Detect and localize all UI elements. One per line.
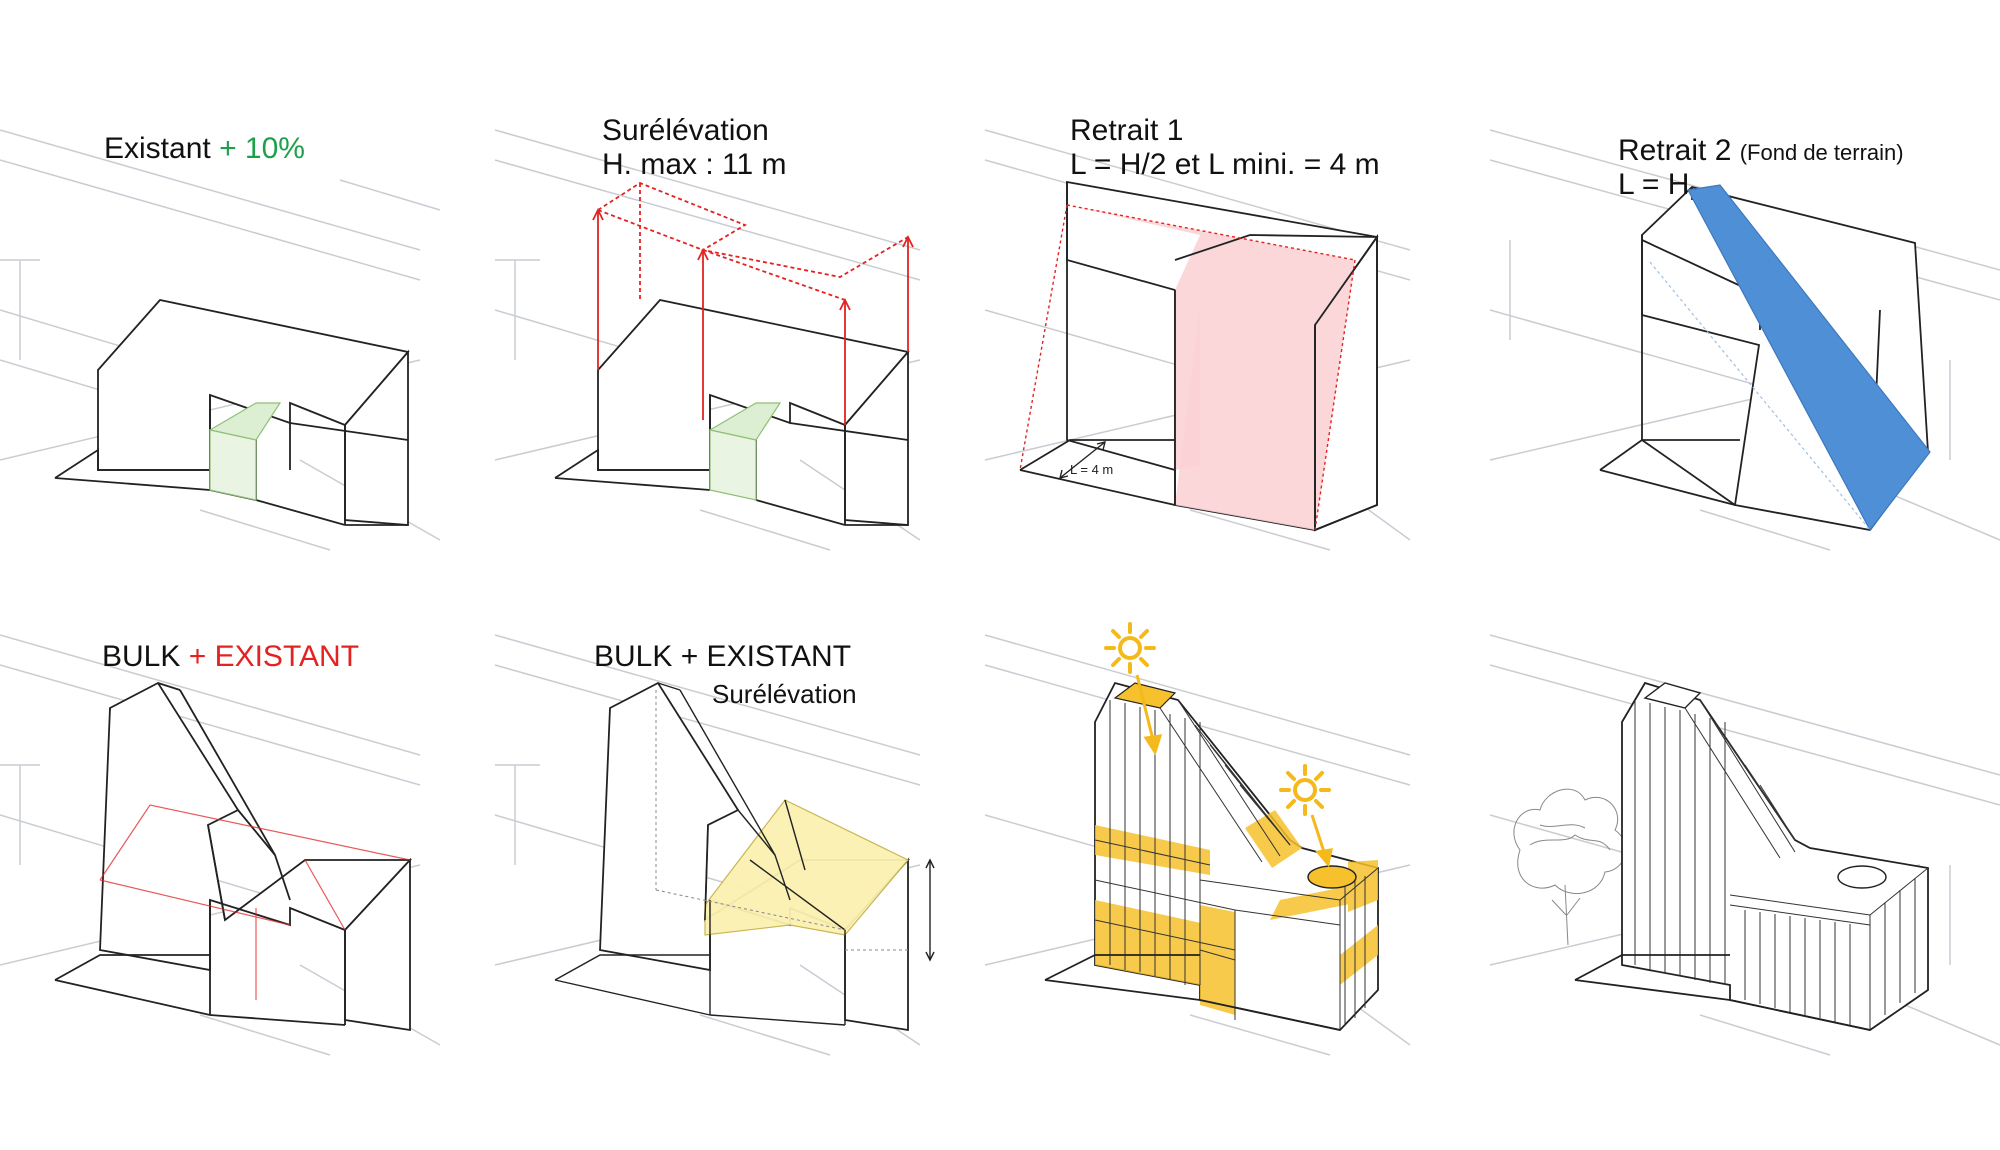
panel-3-title: Retrait 1 — [1070, 114, 1184, 147]
arrow-icon — [1135, 674, 1333, 868]
sun-icon — [1104, 622, 1156, 674]
sun-icon — [1279, 764, 1331, 816]
panel-retrait-2 — [1489, 129, 2000, 551]
panel-existant — [0, 129, 441, 551]
panel-1-accent: + 10% — [219, 132, 305, 165]
panel-surelevation — [494, 129, 921, 551]
bulk-volume — [99, 681, 413, 1032]
panel-2-title: Surélévation — [602, 114, 769, 147]
panel-1-title: Existant + 10% — [104, 132, 305, 167]
context-lines — [1489, 634, 2000, 1056]
setback-plane — [1687, 184, 1931, 532]
existing-volume — [97, 299, 410, 526]
panel-4-title-text: Retrait 2 — [1618, 134, 1732, 167]
panel-retrait-1: L = 4 m — [984, 129, 1411, 551]
panel-4-title: Retrait 2 (Fond de terrain) — [1618, 134, 1904, 169]
existing-outline — [99, 804, 411, 1000]
panel-2-subtitle: H. max : 11 m — [602, 148, 787, 181]
panel-final — [1489, 634, 2000, 1056]
panel-bulk-surelevation — [494, 634, 935, 1056]
panel-5-accent: + EXISTANT — [188, 640, 360, 673]
panel-6-title: BULK + EXISTANT — [594, 640, 852, 673]
facade-lines — [1634, 699, 1929, 1030]
roof-opening — [1643, 682, 1702, 709]
yellow-bands — [1095, 825, 1378, 1015]
panel-4-subtitle: L = H — [1618, 168, 1690, 201]
setback-zone — [1067, 205, 1355, 530]
panel-bulk-existant — [0, 634, 441, 1056]
panel-solar — [984, 622, 1411, 1056]
roof-skylight — [1837, 865, 1887, 889]
panel-5-title-text: BULK — [102, 640, 181, 673]
panel-6-subtitle: Surélévation — [712, 679, 857, 709]
max-height-envelope — [597, 181, 909, 301]
tree-icon — [1513, 788, 1627, 946]
dimension-label: L = 4 m — [1070, 462, 1113, 477]
panel-3-subtitle: L = H/2 et L mini. = 4 m — [1070, 148, 1380, 181]
roof-skylight — [1307, 865, 1357, 889]
facade-lines — [1094, 699, 1379, 1030]
panel-1-title-text: Existant — [104, 132, 211, 165]
height-arrows — [592, 207, 914, 425]
panel-4-title-note: (Fond de terrain) — [1739, 140, 1904, 165]
panel-5-title: BULK + EXISTANT — [102, 640, 359, 675]
existing-volume — [597, 299, 910, 526]
height-arrow — [925, 858, 935, 962]
dimension-arrow — [1059, 441, 1106, 479]
